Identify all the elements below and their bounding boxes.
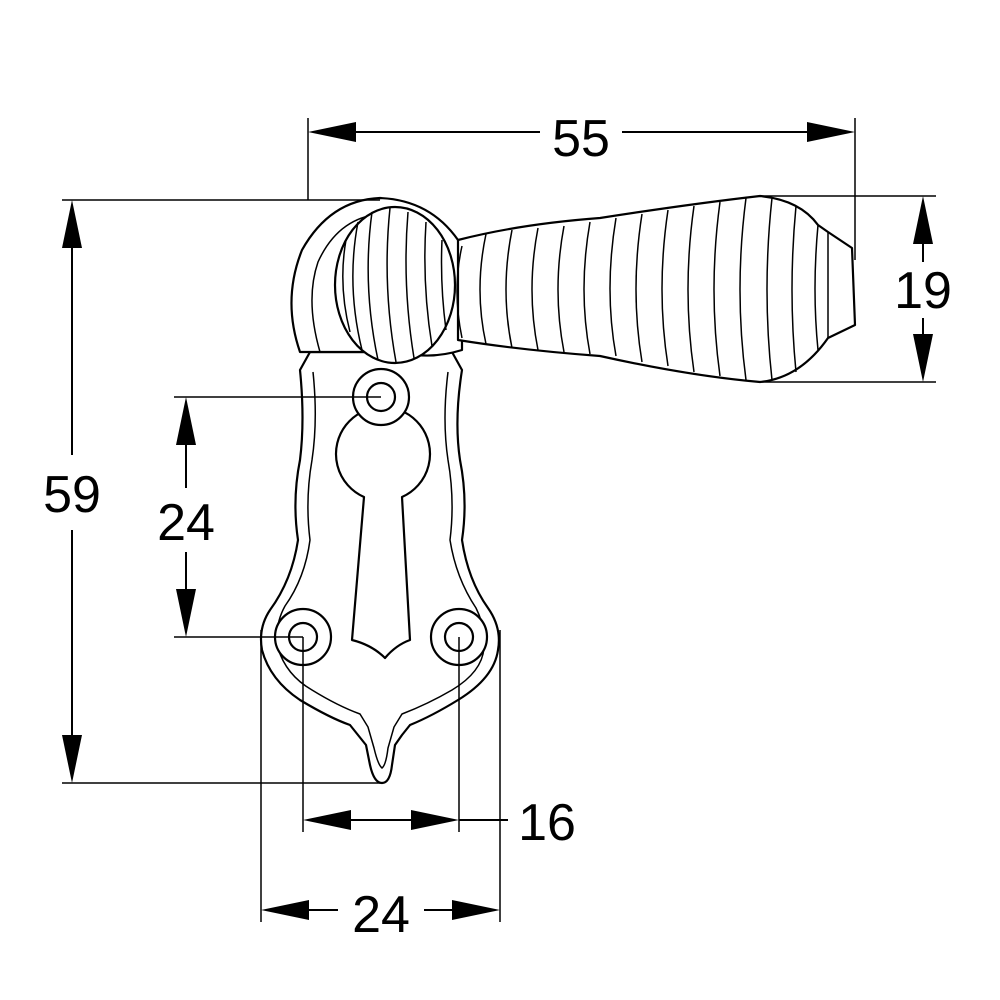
- dimension-overall-width: 55: [307, 110, 856, 260]
- dimension-overall-height: 59: [43, 199, 380, 784]
- label-hole-vertical: 24: [157, 494, 215, 552]
- label-overall-width: 55: [552, 110, 610, 168]
- label-hole-horizontal: 16: [518, 794, 576, 852]
- dimension-plate-width: 24: [260, 630, 501, 944]
- label-handle-height: 19: [894, 262, 952, 320]
- dimension-hole-horizontal: 16: [302, 637, 576, 852]
- dimension-handle-height: 19: [760, 195, 952, 383]
- beehive-lever: [456, 194, 857, 384]
- label-overall-height: 59: [43, 466, 101, 524]
- keyhole: [334, 405, 432, 660]
- label-plate-width: 24: [352, 886, 410, 944]
- dimension-hole-vertical: 24: [157, 396, 381, 638]
- pivot-dome: [290, 196, 464, 365]
